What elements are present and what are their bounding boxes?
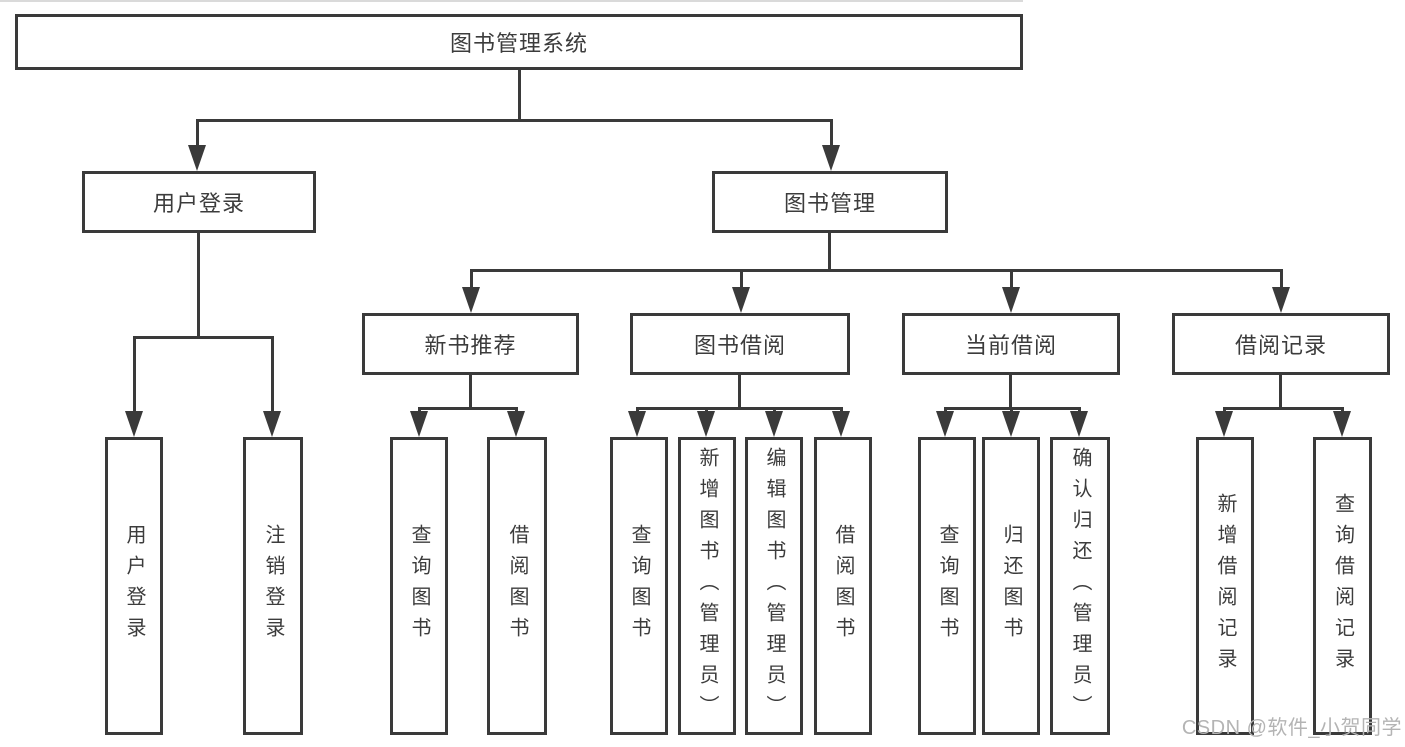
arrowhead-to-leaf-logout — [263, 411, 281, 437]
leaf-return-book-label: 归还图书 — [1000, 524, 1022, 648]
leaf-edit-book-admin: 编辑图书（管理员） — [745, 437, 803, 735]
edge-to-borrow-record — [1280, 269, 1283, 291]
leaf-query-book-3-label: 查询图书 — [936, 524, 958, 648]
edge-borrow-record-stem — [1279, 375, 1282, 409]
arrowhead-to-current-borrow — [1002, 287, 1020, 313]
leaf-query-book-2: 查询图书 — [610, 437, 668, 735]
edge-to-book-borrow — [740, 269, 743, 291]
edge-to-leaf-user-login — [133, 336, 136, 415]
leaf-borrow-book-2-label: 借阅图书 — [832, 524, 854, 648]
leaf-user-login-label: 用户登录 — [123, 524, 145, 648]
node-root-label: 图书管理系统 — [449, 31, 588, 56]
node-user-login-label: 用户登录 — [152, 191, 245, 216]
arrowhead-to-leaf-confirm-return — [1070, 411, 1088, 437]
leaf-query-borrow-record-label: 查询借阅记录 — [1331, 493, 1354, 679]
edge-new-book-stem — [469, 375, 472, 409]
node-book-borrow-label: 图书借阅 — [693, 333, 786, 358]
arrowhead-to-leaf-edit-book — [765, 411, 783, 437]
arrowhead-to-borrow-record — [1272, 287, 1290, 313]
leaf-confirm-return-admin: 确认归还（管理员） — [1050, 437, 1110, 735]
arrowhead-to-book-borrow — [732, 287, 750, 313]
node-book-management-label: 图书管理 — [783, 191, 876, 216]
edge-root-stem — [518, 70, 521, 121]
arrowhead-to-leaf-query-book-3 — [936, 411, 954, 437]
edge-to-current-borrow — [1010, 269, 1013, 291]
arrowhead-to-leaf-return-book — [1002, 411, 1020, 437]
leaf-logout-label: 注销登录 — [262, 524, 284, 648]
arrowhead-to-leaf-borrow-book-2 — [832, 411, 850, 437]
node-borrow-record-label: 借阅记录 — [1234, 333, 1327, 358]
node-book-management: 图书管理 — [712, 171, 948, 233]
arrowhead-to-leaf-query-book-1 — [410, 411, 428, 437]
node-current-borrow-label: 当前借阅 — [964, 333, 1057, 358]
leaf-add-borrow-record: 新增借阅记录 — [1196, 437, 1254, 735]
leaf-user-login: 用户登录 — [105, 437, 163, 735]
edge-borrow-record-branch — [1223, 407, 1344, 410]
node-new-book-recommend-label: 新书推荐 — [424, 333, 517, 358]
arrowhead-to-leaf-query-book-2 — [628, 411, 646, 437]
edge-root-branch — [196, 119, 833, 122]
arrowhead-to-leaf-borrow-book-1 — [507, 411, 525, 437]
edge-to-leaf-logout — [271, 336, 274, 415]
edge-new-book-branch — [418, 407, 518, 410]
leaf-add-book-admin-label: 新增图书（管理员） — [696, 446, 718, 726]
leaf-query-book-3: 查询图书 — [918, 437, 976, 735]
leaf-logout: 注销登录 — [243, 437, 303, 735]
arrowhead-to-leaf-user-login — [125, 411, 143, 437]
edge-to-user-login — [196, 119, 199, 149]
arrowhead-to-new-book-recommend — [462, 287, 480, 313]
node-borrow-record: 借阅记录 — [1172, 313, 1390, 375]
leaf-borrow-book-2: 借阅图书 — [814, 437, 872, 735]
leaf-add-borrow-record-label: 新增借阅记录 — [1214, 493, 1236, 679]
arrowhead-to-user-login — [188, 145, 206, 171]
edge-book-borrow-stem — [738, 375, 741, 409]
arrowhead-to-leaf-add-book — [697, 411, 715, 437]
leaf-edit-book-admin-label: 编辑图书（管理员） — [763, 446, 785, 726]
arrowhead-to-leaf-add-record — [1215, 411, 1233, 437]
leaf-borrow-book-1: 借阅图书 — [487, 437, 547, 735]
top-edge-line — [0, 0, 1023, 2]
edge-user-login-stem — [197, 233, 200, 338]
edge-book-borrow-branch — [636, 407, 843, 410]
edge-to-new-book-recommend — [470, 269, 473, 291]
edge-to-book-management — [830, 119, 833, 149]
edge-book-management-stem — [828, 233, 831, 271]
edge-user-login-branch — [133, 336, 274, 339]
edge-current-borrow-stem — [1009, 375, 1012, 409]
arrowhead-to-book-management — [822, 145, 840, 171]
node-book-borrow: 图书借阅 — [630, 313, 850, 375]
leaf-return-book: 归还图书 — [982, 437, 1040, 735]
node-root-library-system: 图书管理系统 — [15, 14, 1023, 70]
leaf-confirm-return-admin-label: 确认归还（管理员） — [1069, 446, 1091, 726]
leaf-add-book-admin: 新增图书（管理员） — [678, 437, 736, 735]
node-user-login: 用户登录 — [82, 171, 316, 233]
csdn-watermark: CSDN @软件_小贺同学 — [1181, 717, 1402, 739]
leaf-query-book-1: 查询图书 — [390, 437, 448, 735]
leaf-query-borrow-record: 查询借阅记录 — [1313, 437, 1372, 735]
node-current-borrow: 当前借阅 — [902, 313, 1120, 375]
leaf-query-book-2-label: 查询图书 — [628, 524, 650, 648]
arrowhead-to-leaf-query-record — [1333, 411, 1351, 437]
leaf-query-book-1-label: 查询图书 — [408, 524, 430, 648]
leaf-borrow-book-1-label: 借阅图书 — [506, 524, 528, 648]
edge-book-management-branch — [470, 269, 1283, 272]
node-new-book-recommend: 新书推荐 — [362, 313, 579, 375]
